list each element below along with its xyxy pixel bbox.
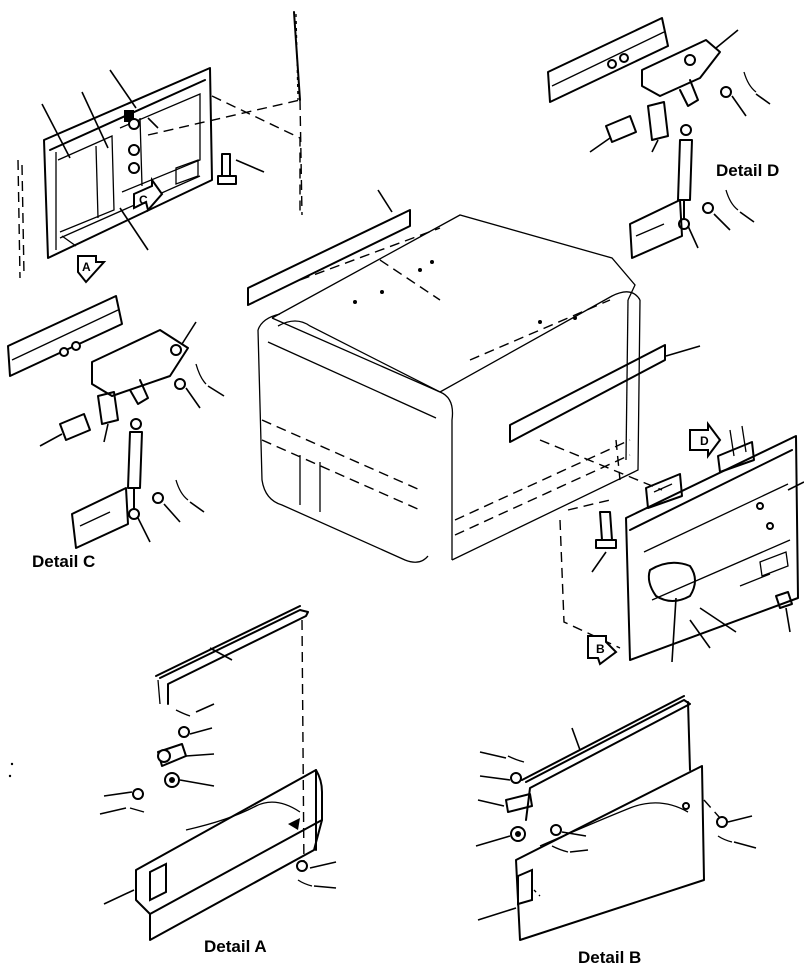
detail-d-assembly — [547, 17, 771, 259]
detail-a-assembly — [99, 605, 337, 941]
detail-d-label: Detail D — [716, 161, 779, 180]
detail-a-label: Detail A — [204, 937, 267, 956]
detail-c-label: Detail C — [32, 552, 95, 571]
left-side-door — [17, 67, 301, 279]
stray-mark — [8, 774, 12, 778]
stay-rod-top — [293, 11, 303, 216]
detail-b-label: Detail B — [578, 948, 641, 965]
view-tag-d: D — [700, 434, 709, 448]
stray-mark — [10, 762, 14, 766]
detail-c-assembly — [7, 295, 225, 549]
view-arrow-a: A — [77, 255, 107, 284]
view-arrow-d: D — [689, 421, 722, 459]
view-tag-c: C — [139, 193, 148, 207]
detail-b-assembly — [475, 695, 757, 941]
engine-hood — [257, 214, 641, 563]
hood-seal-strip-right — [509, 344, 701, 443]
view-arrow-b: B — [587, 635, 618, 666]
view-tag-b: B — [596, 642, 605, 656]
view-arrow-c: C — [133, 176, 164, 213]
right-side-door — [539, 425, 804, 663]
view-tag-a: A — [82, 260, 91, 274]
hood-seal-strip-left — [247, 189, 411, 306]
